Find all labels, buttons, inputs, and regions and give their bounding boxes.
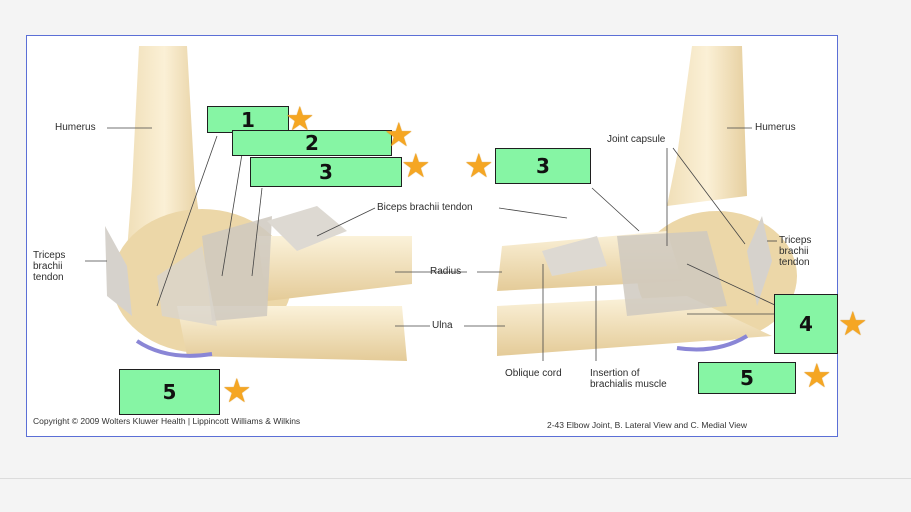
- elbow-illustration: [85, 46, 797, 361]
- star-icon[interactable]: ★: [838, 305, 868, 342]
- bottom-divider: [0, 478, 911, 479]
- answer-box-2[interactable]: 2: [232, 130, 392, 156]
- label-triceps-left: Triceps brachii tendon: [33, 250, 66, 283]
- answer-box-1[interactable]: 1: [207, 106, 289, 133]
- humerus-left-shape: [127, 46, 202, 251]
- answer-box-3a[interactable]: 3: [250, 157, 402, 187]
- answer-box-3b[interactable]: 3: [495, 148, 591, 184]
- answer-box-5b[interactable]: 5: [698, 362, 796, 394]
- star-icon[interactable]: ★: [384, 116, 414, 153]
- star-icon[interactable]: ★: [401, 147, 431, 184]
- ulna-left-shape: [177, 306, 407, 361]
- answer-box-4[interactable]: 4: [774, 294, 838, 354]
- label-humerus-right: Humerus: [755, 122, 796, 133]
- label-triceps-right: Triceps brachii tendon: [779, 235, 812, 268]
- humerus-right-shape: [667, 46, 747, 206]
- label-ulna: Ulna: [432, 320, 453, 331]
- label-oblique-cord: Oblique cord: [505, 368, 562, 379]
- star-icon[interactable]: ★: [222, 372, 252, 409]
- label-radius: Radius: [430, 266, 462, 277]
- label-humerus-left: Humerus: [55, 122, 96, 133]
- answer-box-5a[interactable]: 5: [119, 369, 220, 415]
- copyright-text: Copyright © 2009 Wolters Kluwer Health |…: [33, 416, 301, 426]
- label-biceps-tendon: Biceps brachii tendon: [377, 202, 473, 213]
- star-icon[interactable]: ★: [464, 147, 494, 184]
- radius-left-shape: [257, 236, 412, 301]
- ulna-right-shape: [497, 296, 772, 356]
- label-joint-capsule: Joint capsule: [607, 134, 666, 145]
- label-insertion-brachialis: Insertion of brachialis muscle: [590, 368, 667, 390]
- star-icon[interactable]: ★: [802, 357, 832, 394]
- star-icon[interactable]: ★: [285, 100, 315, 137]
- figure-caption: 2-43 Elbow Joint, B. Lateral View and C.…: [547, 420, 748, 430]
